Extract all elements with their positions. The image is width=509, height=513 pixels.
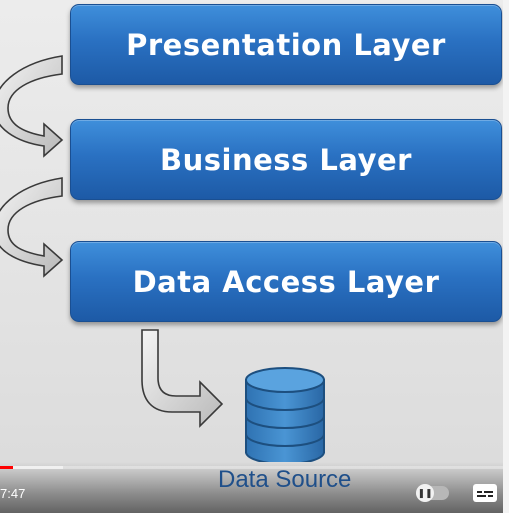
business-layer-label: Business Layer <box>160 142 412 177</box>
arrow-business-to-data-access <box>0 177 64 278</box>
frame-edge <box>503 0 509 513</box>
database-icon <box>245 367 325 462</box>
progress-played[interactable] <box>0 466 13 469</box>
progress-buffer <box>0 466 63 469</box>
current-time: 7:47 <box>0 486 26 501</box>
pause-icon[interactable]: ❚❚ <box>416 484 434 502</box>
presentation-layer-box: Presentation Layer <box>70 4 502 85</box>
flow-arrows <box>0 55 325 462</box>
data-source-label: Data Source <box>218 466 352 493</box>
data-access-layer-box: Data Access Layer <box>70 241 502 322</box>
subtitles-icon[interactable] <box>473 484 497 502</box>
arrow-data-access-to-source <box>141 329 224 428</box>
arrow-presentation-to-business <box>0 55 64 158</box>
business-layer-box: Business Layer <box>70 119 502 200</box>
progress-track[interactable] <box>0 466 503 469</box>
data-access-layer-label: Data Access Layer <box>132 264 440 299</box>
presentation-layer-label: Presentation Layer <box>126 27 446 62</box>
